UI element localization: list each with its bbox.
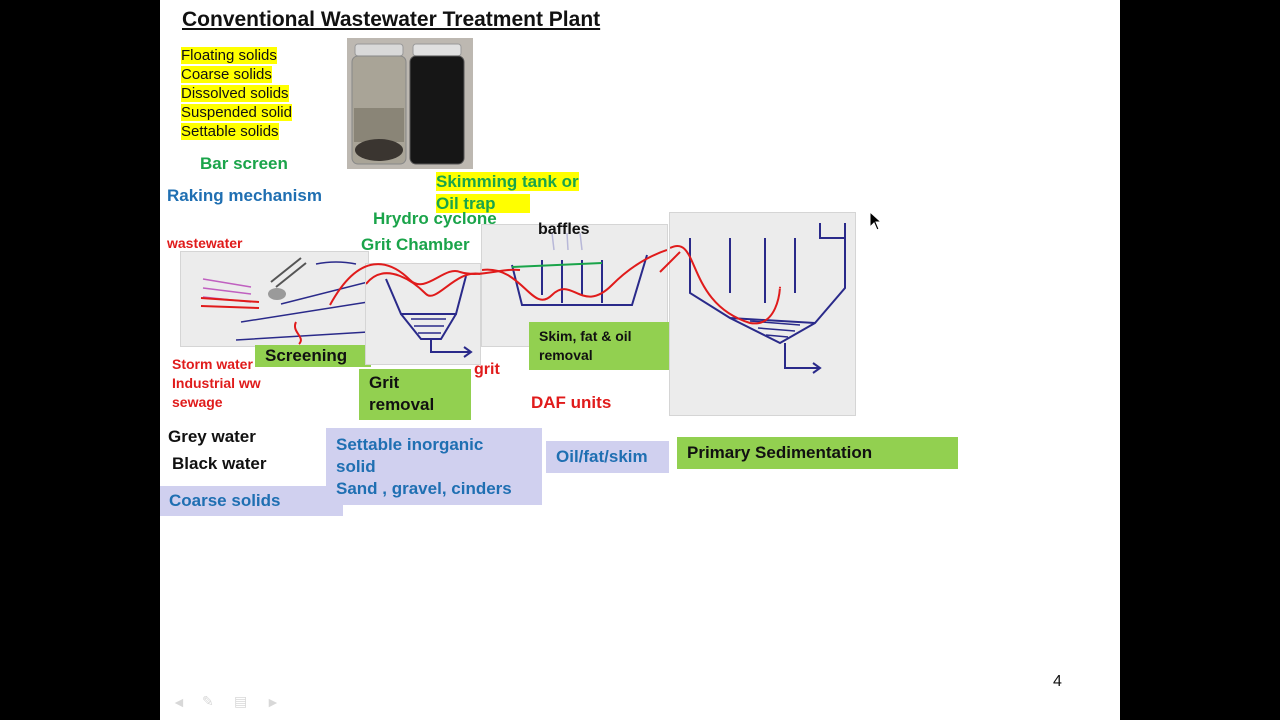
grit-chamber-label: Grit Chamber (361, 235, 470, 254)
skimming-tank-drawing (481, 232, 668, 306)
industrial-ww-label: Industrial ww (172, 375, 261, 391)
jars-illustration (347, 38, 473, 169)
screening-sketch (180, 251, 369, 347)
sewage-label: sewage (172, 394, 223, 410)
oil-fat-skim-box: Oil/fat/skim (546, 441, 669, 473)
screening-box: Screening (255, 345, 371, 367)
sample-jars-photo (347, 38, 473, 169)
solids-item-dissolved: Dissolved solids (181, 85, 289, 102)
flow-arrows (329, 251, 681, 306)
slide-menu-icon[interactable]: ▤ (234, 693, 248, 709)
storm-water-label: Storm water (172, 356, 253, 372)
page-number: 4 (1053, 673, 1062, 690)
slide-title: Conventional Wastewater Treatment Plant (182, 8, 601, 31)
previous-slide-icon[interactable]: ◄ (172, 694, 186, 710)
hydro-cyclone-label: Hrydro cyclone (373, 209, 497, 228)
grit-chamber-sketch (365, 263, 481, 365)
baffles-label: baffles (538, 221, 590, 238)
coarse-solids-box: Coarse solids (160, 486, 343, 516)
bar-screen-label: Bar screen (200, 154, 288, 173)
raking-mechanism-label: Raking mechanism (167, 186, 322, 205)
sedimentation-drawing (669, 223, 846, 374)
black-water-label: Black water (172, 454, 267, 473)
skimming-tank-label: Skimming tank or (436, 172, 579, 191)
solids-item-settable: Settable solids (181, 123, 279, 140)
solids-item-coarse: Coarse solids (181, 66, 272, 83)
settable-inorganic-box: Settable inorganic solid Sand , gravel, … (326, 428, 542, 505)
next-slide-icon[interactable]: ► (266, 694, 280, 710)
grit-label: grit (474, 361, 500, 378)
primary-sedimentation-box: Primary Sedimentation (677, 437, 958, 469)
mouse-cursor-icon (869, 211, 883, 231)
screening-drawing (200, 257, 369, 345)
primary-sedimentation-sketch (669, 212, 856, 416)
daf-units-label: DAF units (531, 393, 612, 412)
wastewater-label: wastewater (167, 235, 243, 251)
grit-chamber-drawing (365, 272, 481, 358)
pen-tool-icon[interactable]: ✎ (202, 693, 214, 709)
grey-water-label: Grey water (168, 427, 256, 446)
slide: Conventional Wastewater Treatment Plant … (160, 0, 1120, 720)
oil-trap-label: Oil trap (436, 194, 530, 214)
grit-removal-box: Grit removal (359, 369, 471, 420)
solids-item-floating: Floating solids (181, 47, 277, 64)
skim-fat-oil-box: Skim, fat & oil removal (529, 322, 670, 370)
solids-item-suspended: Suspended solid (181, 104, 292, 121)
